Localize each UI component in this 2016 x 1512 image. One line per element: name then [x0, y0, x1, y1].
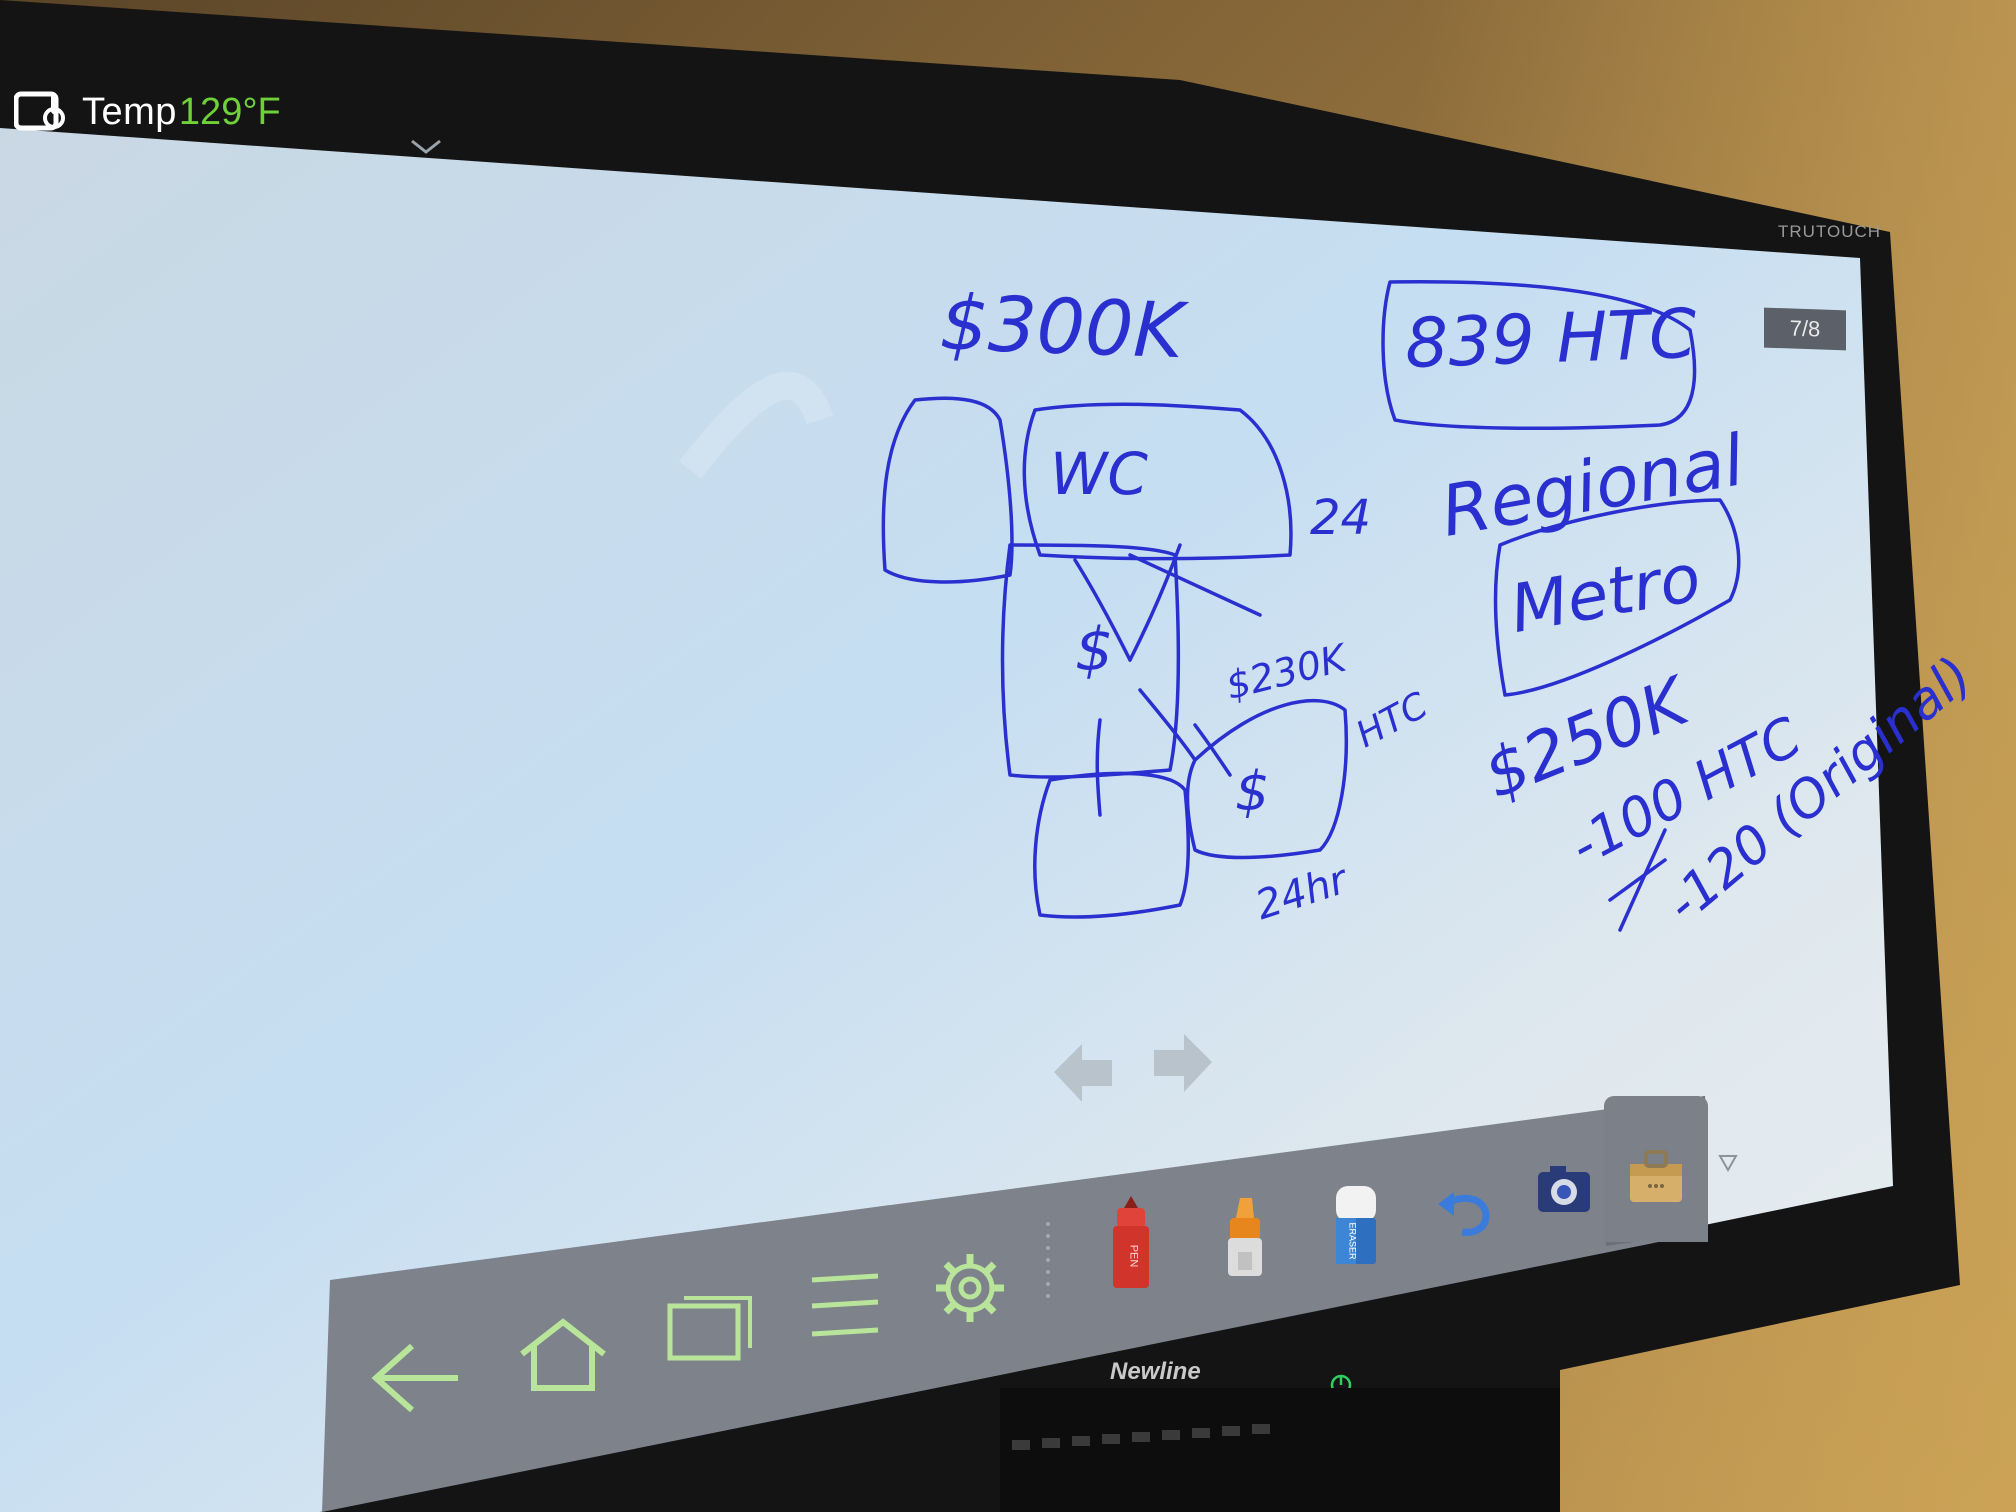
undo-icon[interactable] — [1436, 1188, 1492, 1238]
brand-logo-bottom: Newline — [1110, 1358, 1201, 1385]
collapse-toolbar-triangle-icon[interactable] — [1718, 1154, 1738, 1172]
pen-label: PEN — [1127, 1244, 1140, 1268]
home-icon[interactable] — [518, 1318, 608, 1394]
temp-value: 129°F — [178, 90, 281, 133]
note-center-box: WC — [1050, 440, 1148, 508]
temp-label: Temp — [82, 90, 177, 133]
pen-icon — [1113, 1196, 1149, 1288]
front-io-panel — [1000, 1388, 1560, 1512]
red-pen-tool[interactable]: PEN — [1108, 1194, 1154, 1290]
brand-logo-top: TRUTOUCH — [1778, 222, 1882, 241]
back-arrow-icon[interactable] — [370, 1340, 460, 1416]
eraser-tool[interactable]: ERASER — [1330, 1184, 1382, 1268]
note-right-dollar: $ — [1235, 760, 1270, 823]
menu-list-icon[interactable] — [808, 1272, 880, 1342]
page-next-arrow-icon[interactable] — [1152, 1030, 1214, 1094]
status-dropdown-chevron-icon[interactable] — [410, 138, 442, 156]
eraser-label: ERASER — [1347, 1222, 1358, 1260]
eraser-icon — [1336, 1186, 1376, 1264]
page-prev-arrow-icon[interactable] — [1052, 1040, 1114, 1104]
note-24: 24 — [1310, 490, 1372, 546]
toolbar-divider-dots — [1046, 1222, 1050, 1298]
status-bar: Temp 129°F — [14, 82, 281, 142]
settings-gear-icon[interactable] — [934, 1252, 1006, 1324]
toolbox-icon[interactable] — [1628, 1150, 1684, 1204]
windows-overview-icon[interactable] — [666, 1292, 756, 1368]
highlighter-icon[interactable] — [1222, 1196, 1268, 1278]
screenshot-camera-icon[interactable] — [1536, 1164, 1592, 1214]
note-center-dollar: $ — [1075, 615, 1114, 685]
thermometer-icon — [14, 91, 65, 131]
